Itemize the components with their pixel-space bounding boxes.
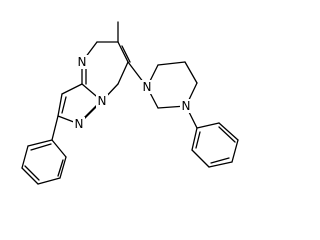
svg-text:N: N (98, 94, 107, 108)
bond (191, 127, 198, 151)
bond (27, 139, 53, 147)
bond (157, 61, 186, 66)
atom-N7a: N (96, 94, 108, 108)
bond (57, 93, 63, 117)
bond (231, 139, 239, 163)
bond (218, 126, 236, 143)
svg-text:N: N (182, 99, 191, 113)
bond (117, 41, 129, 63)
structure-canvas: N N N N N (21, 21, 239, 185)
bond (37, 177, 61, 185)
bond (117, 61, 129, 85)
atom-piperazine-N4: N (180, 99, 192, 113)
bond (196, 122, 220, 129)
svg-text:N: N (143, 80, 152, 94)
atom-piperazine-N1: N (141, 80, 153, 94)
bond (51, 115, 59, 141)
svg-text:N: N (78, 55, 87, 69)
bond (210, 157, 230, 164)
bond (208, 161, 233, 168)
bond (57, 159, 64, 177)
bond (184, 61, 198, 84)
bond (59, 156, 67, 179)
bond (21, 145, 29, 169)
bond (30, 143, 52, 151)
bond (195, 131, 201, 149)
bond (218, 122, 239, 141)
molecule-drawing: N N N N N (21, 21, 239, 185)
bond (121, 45, 131, 63)
atom-N4: N (76, 55, 88, 69)
svg-text:N: N (75, 117, 84, 131)
bond (61, 96, 67, 114)
bond (191, 149, 210, 168)
bond (24, 165, 40, 181)
bond (61, 83, 83, 95)
bond (21, 167, 39, 185)
bond (51, 139, 67, 158)
atom-N1: N (73, 117, 85, 131)
